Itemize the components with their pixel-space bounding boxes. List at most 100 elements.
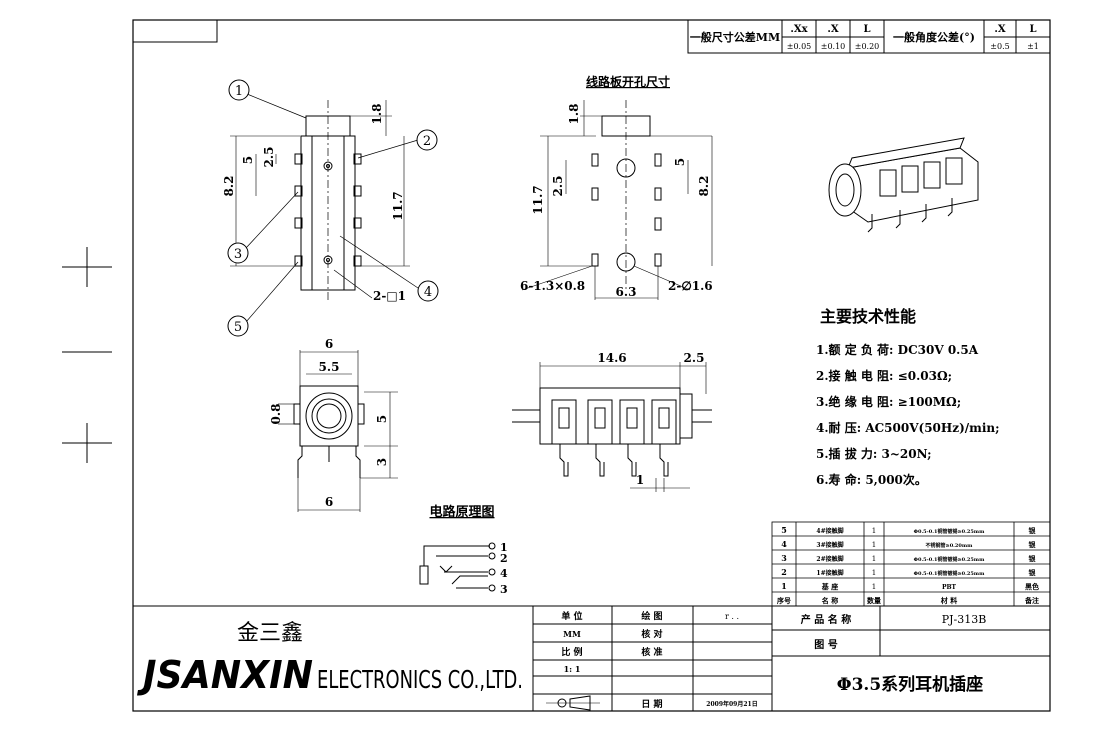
- bom-cell: 1#接触脚: [816, 569, 843, 577]
- pcb-dim-hole: 2-∅1.6: [668, 279, 713, 293]
- pcb-dim-5: 5: [673, 158, 687, 166]
- pcb-dim-slot: 6-1.3×0.8: [520, 279, 585, 293]
- balloon-1: 1: [235, 84, 243, 99]
- bom-cell: 1: [872, 527, 876, 535]
- title-block-text: 金三鑫 JSANXIN ELECTRONICS CO.,LTD. 单 位 MM …: [136, 610, 986, 710]
- bom-cell: Φ0.5-0.1铜管镀锡≥0.25mm: [914, 556, 985, 563]
- tol-av-x: ±0.5: [990, 42, 1009, 51]
- pcb-dim-2-5: 2.5: [551, 176, 565, 197]
- side-view: [512, 362, 712, 492]
- spec-item: 4.耐 压: AC500V(50Hz)/min;: [816, 420, 1000, 435]
- bom-cell: 2: [781, 567, 787, 577]
- balloon-4: 4: [424, 285, 432, 300]
- bom-cell: 3#接触脚: [816, 541, 843, 549]
- bom-cell: Φ0.5-0.1铜管镀锡≥0.25mm: [914, 528, 985, 535]
- bom-cell: 2#接触脚: [816, 555, 843, 563]
- front-dim-5-5: 5.5: [319, 360, 340, 374]
- front-dim-3: 3: [375, 458, 389, 466]
- pcb-dims: 1.8 11.7 2.5 5 8.2 6-1.3×0.8 2-∅1.6 6.3: [520, 104, 713, 299]
- top-view: [230, 93, 419, 323]
- bom-cell: 1: [872, 583, 876, 591]
- bom-cell: 银: [1029, 540, 1037, 549]
- title-block: [133, 605, 1050, 711]
- circuit-pin: 4: [500, 567, 508, 580]
- bom-header: 序号: [776, 596, 791, 605]
- bom-cell: Φ0.5-0.1铜管镀锡≥0.25mm: [914, 570, 985, 577]
- spec-item: 2.接 触 电 阻: ≤0.03Ω;: [816, 368, 952, 383]
- company-cn: 金三鑫: [237, 621, 303, 646]
- iso-view: [828, 137, 979, 233]
- product-value: PJ-313B: [942, 613, 987, 626]
- bom-cell: 1: [872, 555, 876, 563]
- dim-2-5: 2.5: [262, 147, 276, 168]
- bom-cell: 5: [781, 525, 787, 535]
- balloons: 1 2 3 4 5: [227, 79, 439, 337]
- front-dim-0-8: 0.8: [269, 404, 283, 425]
- balloon-3: 3: [234, 247, 242, 262]
- tol-av-l: ±1: [1027, 42, 1039, 51]
- bom-cell: PBT: [942, 584, 957, 591]
- front-dim-5: 5: [375, 415, 389, 423]
- specs-block: 主要技术性能 1.额 定 负 荷: DC30V 0.5A 2.接 触 电 阻: …: [816, 307, 1000, 487]
- dim-11-7: 11.7: [391, 191, 405, 220]
- draw-label: 绘 图: [641, 610, 662, 622]
- scale-label: 比 例: [561, 646, 582, 658]
- tol-ah-x: .X: [994, 24, 1005, 35]
- bom-cell: 不锈钢管≥0.20mm: [926, 542, 974, 549]
- tol-v-l: ±0.20: [855, 42, 880, 51]
- registration-marks: [62, 247, 112, 463]
- pcb-title: 线路板开孔尺寸: [586, 74, 670, 89]
- bom-table: [771, 521, 1051, 607]
- bom-cell: 3: [781, 553, 787, 563]
- bom-header: 材 料: [940, 596, 957, 605]
- top-view-dims: 1.8 2.5 5 8.2 11.7 2-□1: [222, 104, 406, 303]
- company-logo: JSANXIN: [136, 653, 313, 697]
- dim-1-8: 1.8: [370, 104, 384, 125]
- bom-cell: 1: [872, 569, 876, 577]
- date-label: 日 期: [641, 698, 662, 710]
- sheet-border: [132, 19, 1051, 712]
- circuit-title: 电路原理图: [429, 504, 494, 520]
- corner-box: [132, 19, 218, 43]
- date-value: 2009年09月21日: [706, 700, 757, 708]
- draw-value: r . .: [725, 612, 739, 621]
- bom-cell: 基 座: [821, 582, 838, 591]
- pcb-dim-11-7: 11.7: [531, 185, 545, 214]
- circuit-schematic: [419, 542, 496, 592]
- product-label: 产 品 名 称: [801, 613, 851, 626]
- circuit-pins: 1 2 4 3: [500, 541, 508, 596]
- unit-label: 单 位: [561, 610, 582, 622]
- circuit-pin: 1: [500, 541, 508, 554]
- side-dim-1: 1: [636, 473, 644, 487]
- bom-header: 备注: [1024, 596, 1039, 605]
- side-dim-14-6: 14.6: [597, 351, 626, 365]
- balloon-2: 2: [423, 134, 431, 149]
- product-title: Φ3.5系列耳机插座: [837, 674, 983, 695]
- side-view-dims: 14.6 2.5 1: [597, 351, 704, 487]
- specs-title: 主要技术性能: [820, 307, 916, 326]
- tol-h-x: .X: [827, 24, 838, 35]
- spec-item: 6.寿 命: 5,000次。: [816, 472, 927, 487]
- bom-cell: 银: [1029, 554, 1037, 563]
- side-dim-2-5: 2.5: [684, 351, 705, 365]
- tol-v-xx: ±0.05: [787, 42, 812, 51]
- tolerance-table: 一般尺寸公差MM .Xx .X L ±0.05 ±0.10 ±0.20 一般角度…: [687, 19, 1051, 54]
- pcb-dim-1-8: 1.8: [567, 104, 581, 125]
- spec-item: 1.额 定 负 荷: DC30V 0.5A: [816, 342, 979, 357]
- circuit-pin: 2: [500, 552, 508, 565]
- bom-header: 数量: [867, 596, 881, 605]
- dim-8-2: 8.2: [222, 176, 236, 197]
- tol-h-l: L: [863, 24, 870, 35]
- unit-value: MM: [563, 629, 581, 639]
- balloon-5: 5: [234, 320, 242, 335]
- pcb-dim-6-3: 6.3: [616, 285, 637, 299]
- scale-value: 1: 1: [564, 664, 581, 674]
- check-label: 核 对: [641, 628, 662, 640]
- company-en: ELECTRONICS CO.,LTD.: [317, 665, 523, 694]
- bom-cell: 黑色: [1025, 582, 1039, 591]
- front-view-dims: 6 5.5 0.8 5 3 6: [269, 337, 389, 509]
- spec-item: 5.插 拔 力: 3~20N;: [816, 446, 932, 461]
- front-dim-6: 6: [325, 337, 333, 351]
- bom-cell: 4#接触脚: [816, 527, 843, 535]
- bom-cell: 4: [781, 539, 787, 549]
